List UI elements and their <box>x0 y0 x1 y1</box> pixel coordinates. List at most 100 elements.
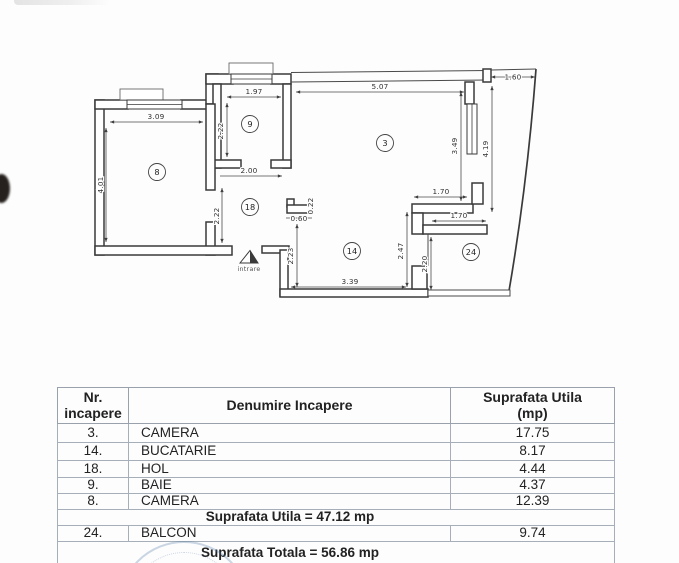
cell-area: 4.37 <box>450 477 615 494</box>
subtotal-row: Suprafata Utila = 47.12 mp <box>57 509 615 526</box>
dim-3-39: 3.39 <box>341 277 358 286</box>
dim-2-00: 2.00 <box>240 166 257 175</box>
wall-balcony-upper <box>411 203 474 214</box>
header-nr-incapere: Nr. incapere <box>57 387 129 424</box>
dim-0-60: 0.60 <box>290 214 307 223</box>
table-row: 8. CAMERA 12.39 <box>57 493 615 510</box>
wall-entrance-stub <box>261 245 290 254</box>
wall-room9-bottom-left <box>212 159 242 169</box>
wall-room8-top-left <box>94 99 129 110</box>
cell-name: BUCATARIE <box>128 442 451 461</box>
header-suprafata-line1: Suprafata Utila <box>483 389 582 406</box>
room8-number: 8 <box>154 167 159 177</box>
header-suprafata: Suprafata Utila (mp) <box>450 387 615 424</box>
balcony-top-edge <box>490 68 537 71</box>
wall-balcony-bottom <box>427 289 511 297</box>
dim-2-22-hol: 2.22 <box>212 207 221 224</box>
wall-room9-top-left <box>205 73 234 85</box>
cell-nr: 14. <box>57 442 129 461</box>
dim-2-47: 2.47 <box>396 242 405 259</box>
dim-2-23: 2.23 <box>286 247 295 264</box>
entrance-label: intrare <box>237 266 260 273</box>
window-sill-room9 <box>228 62 274 75</box>
room8-circle <box>148 163 166 181</box>
cell-name: CAMERA <box>128 493 451 510</box>
cell-name: CAMERA <box>128 423 451 443</box>
room9-number: 9 <box>247 119 252 129</box>
wall-room9-top-right <box>270 73 292 85</box>
room24-circle <box>462 243 480 261</box>
dim-0-22: 0.22 <box>306 197 315 214</box>
floor-plan: 3.09 4.01 1.97 2.22 2.00 2.22 5.07 3.49 … <box>94 62 537 298</box>
dim-1-70-top: 1.70 <box>432 187 449 196</box>
table-row: 18. HOL 4.44 <box>57 460 615 478</box>
total-text: Suprafata Totala = 56.86 mp <box>201 544 379 560</box>
walls <box>94 62 537 298</box>
wall-top-right-tick <box>482 68 492 83</box>
cell-area: 9.74 <box>450 524 615 542</box>
scan-blot <box>0 174 10 203</box>
dim-5-07: 5.07 <box>371 82 388 91</box>
dim-4-19: 4.19 <box>481 140 490 157</box>
cell-area: 17.75 <box>450 423 615 443</box>
dimension-lines: 3.09 4.01 1.97 2.22 2.00 2.22 5.07 3.49 … <box>95 71 535 290</box>
wall-room3-right-upper <box>464 81 475 105</box>
room18-number: 18 <box>245 202 255 212</box>
area-table: Nr. incapere Denumire Incapere Suprafata… <box>57 387 615 563</box>
room-labels: 8 9 3 18 14 24 <box>148 115 480 261</box>
cell-name: BAIE <box>128 477 451 494</box>
cell-area: 4.44 <box>450 460 615 478</box>
dim-2-20: 2.20 <box>420 255 429 272</box>
entrance-arrow-fill <box>250 250 258 263</box>
dim-3-49: 3.49 <box>450 137 459 154</box>
room18-circle <box>241 198 259 216</box>
wall-room8-bottom <box>94 245 233 256</box>
dim-2-22-baie: 2.22 <box>216 122 225 139</box>
wall-room9-bottom-right <box>270 159 292 169</box>
room9-circle <box>241 115 259 133</box>
wall-room8-hall-upper <box>205 103 216 191</box>
wall-room3-top-inner <box>290 79 488 83</box>
table-row: 14. BUCATARIE 8.17 <box>57 442 615 461</box>
room14-number: 14 <box>347 246 357 256</box>
header-denumire: Denumire Incapere <box>128 387 451 424</box>
cell-name: HOL <box>128 460 451 478</box>
cell-area: 12.39 <box>450 493 615 510</box>
window-sill-room8 <box>119 88 164 101</box>
header-suprafata-line2: (mp) <box>517 404 548 421</box>
room14-circle <box>343 242 361 260</box>
balcony-row: 24. BALCON 9.74 <box>57 524 615 542</box>
wall-kitchen-bottom <box>279 288 429 298</box>
dim-1-97: 1.97 <box>245 87 262 96</box>
room3-circle <box>376 134 394 152</box>
scan-smudge <box>14 0 110 5</box>
wall-room3-right-lower <box>471 182 484 205</box>
room3-number: 3 <box>382 138 387 148</box>
table-row: 9. BAIE 4.37 <box>57 477 615 494</box>
room24-number: 24 <box>466 247 476 257</box>
dim-4-01: 4.01 <box>96 176 105 193</box>
cell-nr: 18. <box>57 460 129 478</box>
dim-3-09: 3.09 <box>147 112 164 121</box>
dim-1-70-bottom: 1.70 <box>450 211 467 220</box>
header-nr-line2: incapere <box>64 404 122 421</box>
cell-area: 8.17 <box>450 442 615 461</box>
wall-balcony-step <box>411 212 424 235</box>
balcony-curved-wall <box>508 68 537 292</box>
table-row: 3. CAMERA 17.75 <box>57 423 615 443</box>
wall-room9-right <box>282 83 292 169</box>
cell-name: BALCON <box>128 524 451 542</box>
cell-nr: 3. <box>57 423 129 443</box>
wall-room3-top-outer <box>290 70 488 73</box>
dim-1-60: 1.60 <box>504 73 521 82</box>
table-header-row: Nr. incapere Denumire Incapere Suprafata… <box>57 387 615 424</box>
cell-nr: 8. <box>57 493 129 510</box>
wall-kitchen-pier <box>411 265 428 290</box>
cell-nr: 24. <box>57 524 129 542</box>
subtotal-cell: Suprafata Utila = 47.12 mp <box>57 509 615 526</box>
cell-nr: 9. <box>57 477 129 494</box>
wall-balcony-lower <box>422 224 488 235</box>
entrance-marker: intrare <box>237 249 260 273</box>
subtotal-text: Suprafata Utila = 47.12 mp <box>205 509 375 524</box>
